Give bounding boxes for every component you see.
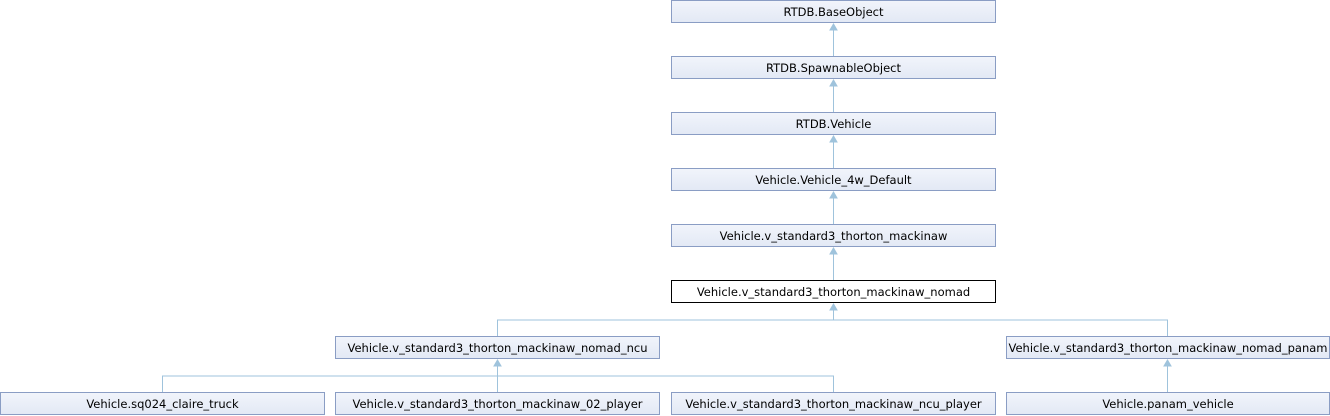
class-node-label: RTDB.Vehicle: [795, 116, 872, 131]
class-node-nomad-panam[interactable]: Vehicle.v_standard3_thorton_mackinaw_nom…: [1006, 336, 1330, 359]
arrowhead-nomad-ncu: [493, 359, 502, 367]
arrowhead-spawnable: [829, 79, 838, 87]
class-node-mackinaw-ncu-player[interactable]: Vehicle.v_standard3_thorton_mackinaw_ncu…: [671, 392, 996, 415]
class-node-label: Vehicle.v_standard3_thorton_mackinaw_nom…: [696, 284, 971, 299]
class-node-label: RTDB.BaseObject: [783, 4, 884, 19]
arrowhead-nomad-panam: [1163, 359, 1172, 367]
class-node-label: Vehicle.panam_vehicle: [1102, 396, 1234, 411]
arrowhead-4w: [829, 191, 838, 199]
class-node-panam-vehicle[interactable]: Vehicle.panam_vehicle: [1006, 392, 1330, 415]
arrowhead-mackinaw: [829, 247, 838, 255]
class-node-label: Vehicle.Vehicle_4w_Default: [755, 172, 912, 187]
class-node-label: Vehicle.v_standard3_thorton_mackinaw: [719, 228, 948, 243]
class-node-label: Vehicle.v_standard3_thorton_mackinaw_ncu…: [685, 396, 982, 411]
arrowhead-vehicle: [829, 135, 838, 143]
class-node-label: Vehicle.sq024_claire_truck: [86, 396, 239, 411]
class-node-label: RTDB.SpawnableObject: [766, 60, 901, 75]
class-node-vehicle-4w-default[interactable]: Vehicle.Vehicle_4w_Default: [671, 168, 996, 191]
class-node-rtdb-vehicle[interactable]: RTDB.Vehicle: [671, 112, 996, 135]
arrowhead-base: [829, 23, 838, 31]
class-node-spawnable-object[interactable]: RTDB.SpawnableObject: [671, 56, 996, 79]
class-node-mackinaw-02-player[interactable]: Vehicle.v_standard3_thorton_mackinaw_02_…: [335, 392, 660, 415]
class-node-base-object[interactable]: RTDB.BaseObject: [671, 0, 996, 23]
class-node-mackinaw[interactable]: Vehicle.v_standard3_thorton_mackinaw: [671, 224, 996, 247]
class-node-claire-truck[interactable]: Vehicle.sq024_claire_truck: [0, 392, 325, 415]
class-node-label: Vehicle.v_standard3_thorton_mackinaw_nom…: [1008, 340, 1328, 355]
edge-nomad-children: [497, 319, 1168, 336]
class-node-label: Vehicle.v_standard3_thorton_mackinaw_nom…: [347, 340, 648, 355]
arrowhead-nomad: [829, 303, 838, 311]
class-node-current-nomad: Vehicle.v_standard3_thorton_mackinaw_nom…: [671, 280, 996, 303]
class-node-nomad-ncu[interactable]: Vehicle.v_standard3_thorton_mackinaw_nom…: [335, 336, 660, 359]
class-node-label: Vehicle.v_standard3_thorton_mackinaw_02_…: [352, 396, 643, 411]
